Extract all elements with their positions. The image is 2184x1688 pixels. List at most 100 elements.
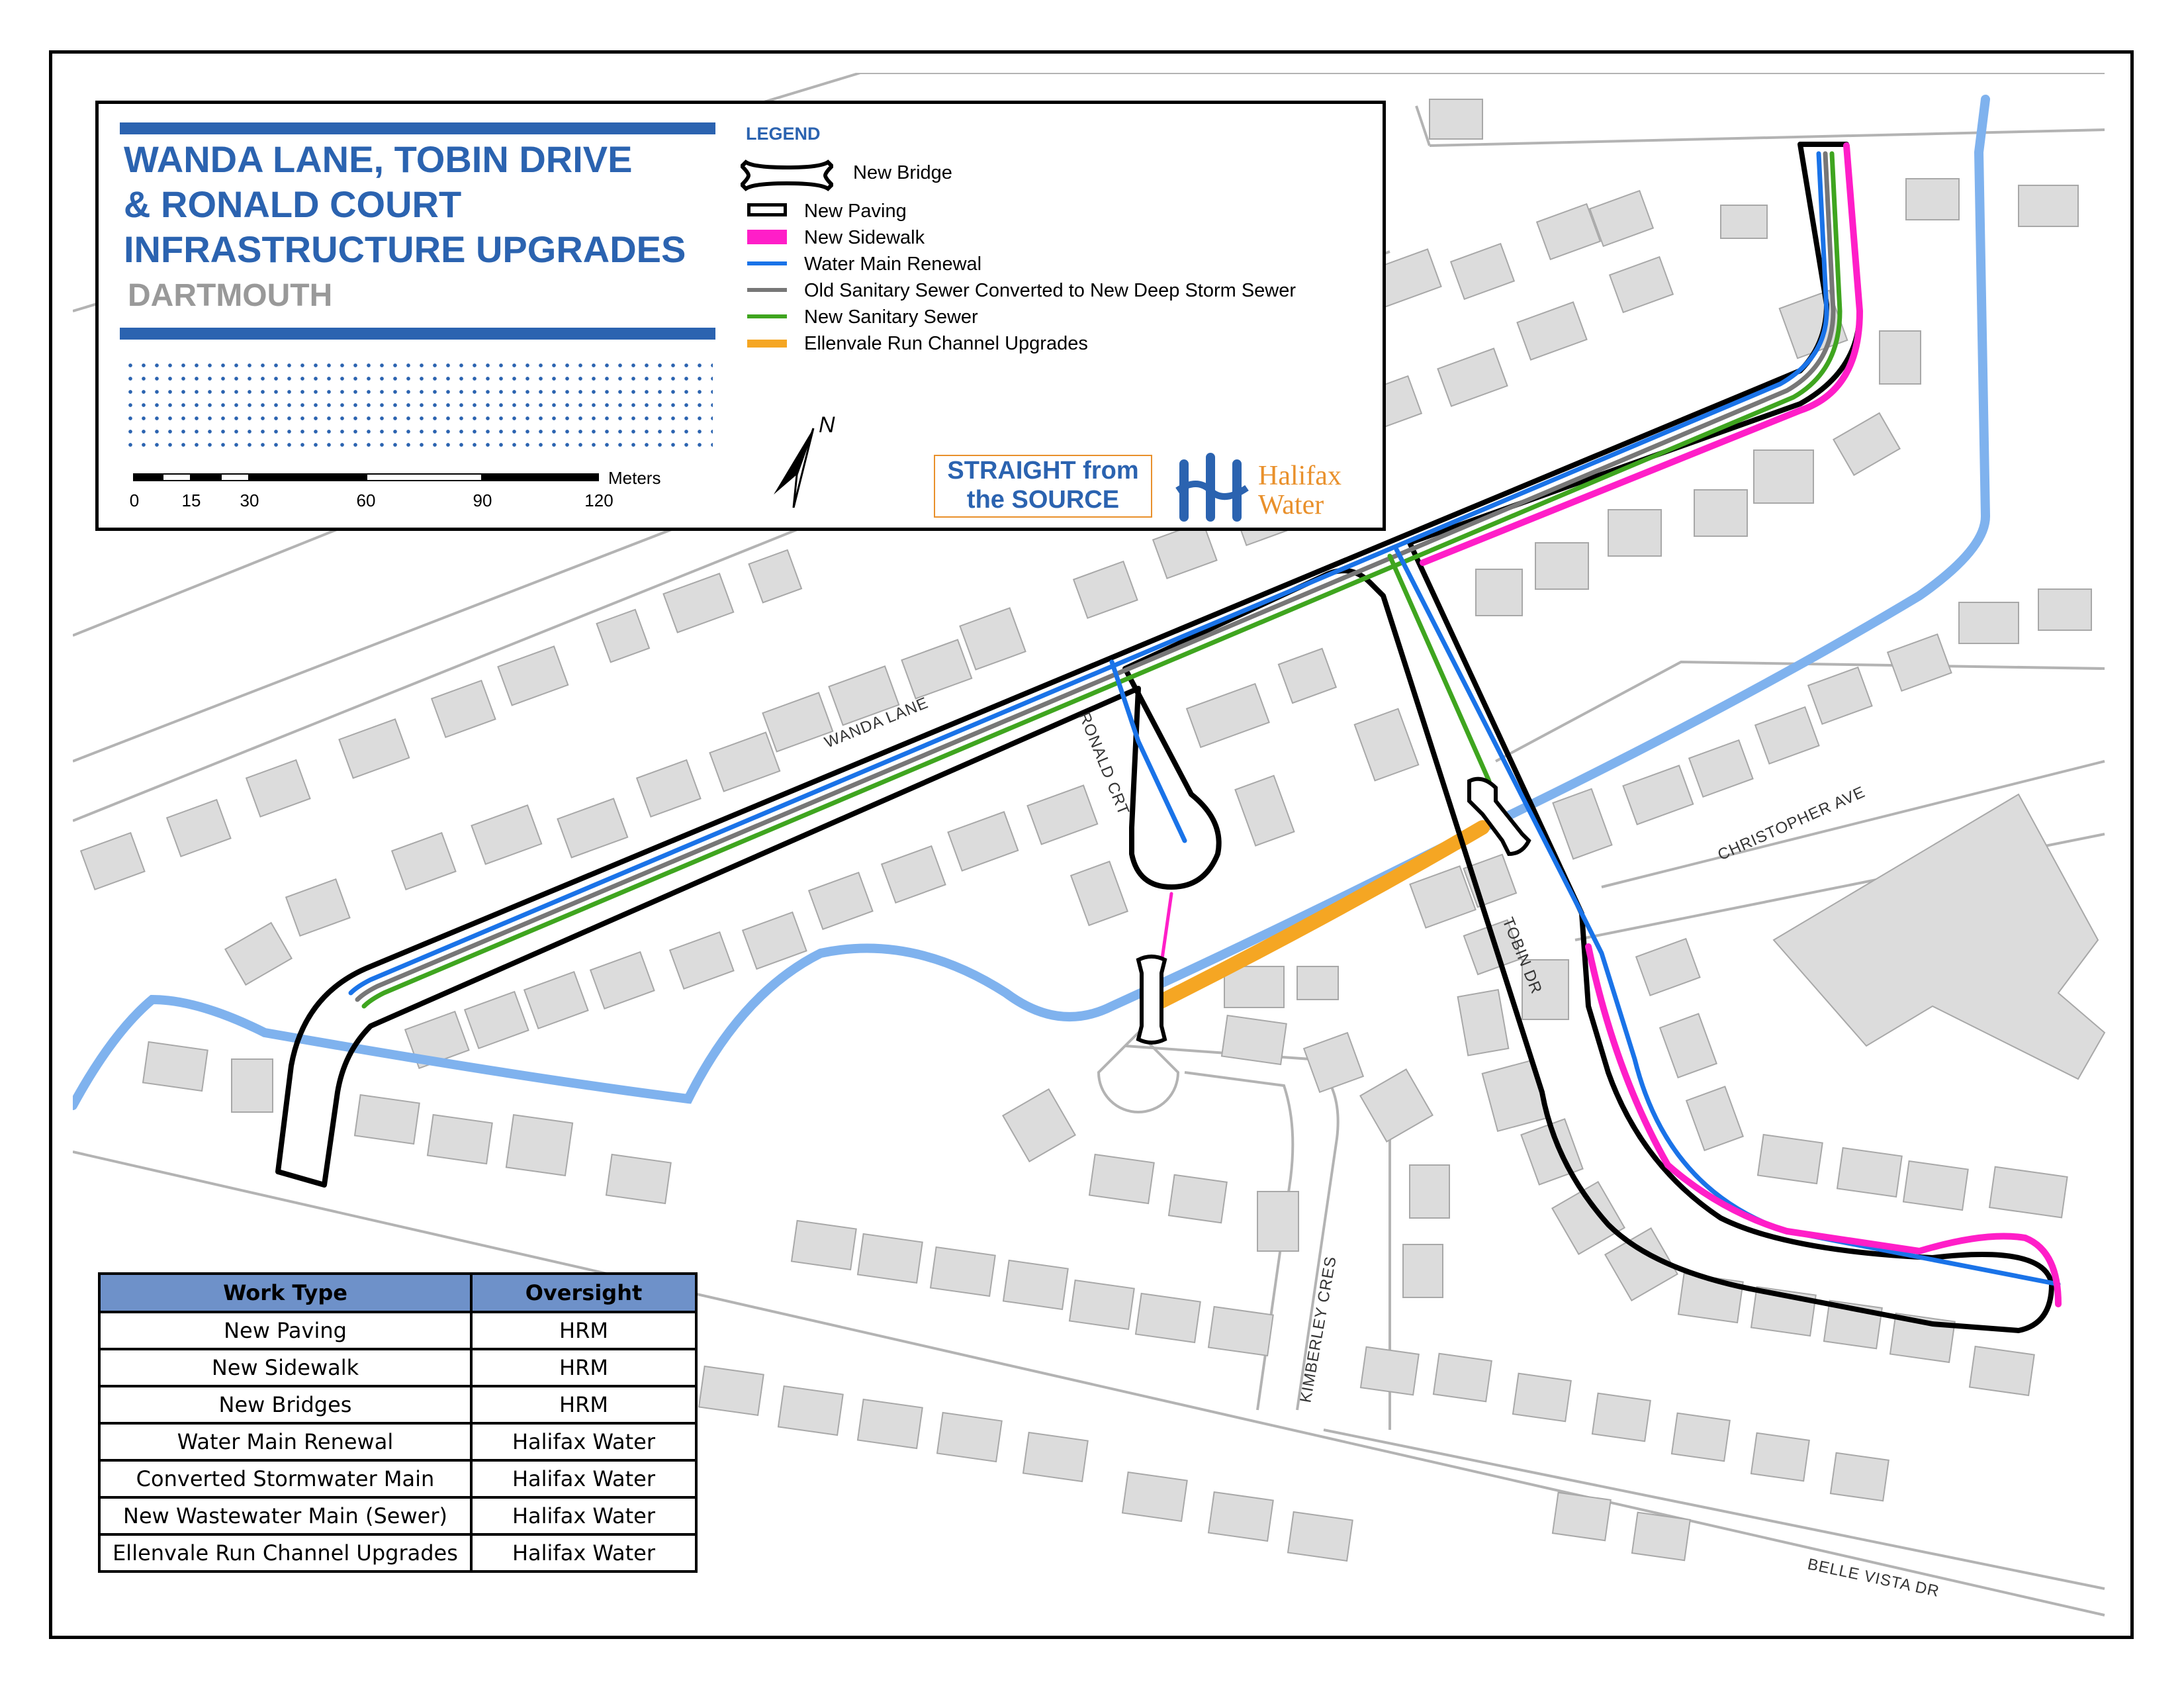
oversight-cell: Halifax Water xyxy=(470,1459,698,1499)
building xyxy=(165,798,232,858)
building xyxy=(1886,633,1952,692)
building xyxy=(142,1041,208,1092)
title-line-1: WANDA LANE, TOBIN DRIVE xyxy=(124,138,633,180)
north-arrow: N xyxy=(760,412,840,508)
title-panel: WANDA LANE, TOBIN DRIVE & RONALD COURT I… xyxy=(95,101,1386,531)
water-main-swatch xyxy=(747,261,787,265)
street-label-kimberley: KIMBERLEY CRES xyxy=(1297,1254,1340,1404)
work-type-cell: Water Main Renewal xyxy=(98,1422,473,1462)
building xyxy=(668,931,735,990)
building xyxy=(1608,509,1662,557)
map-drawing: WANDA LANE RONALD CRT CHRISTOPHER AVE TO… xyxy=(73,73,2106,1617)
water-main-ronald xyxy=(1109,659,1187,843)
building xyxy=(1829,1452,1889,1502)
north-arrow-icon: N xyxy=(774,412,835,508)
building xyxy=(762,692,834,753)
building xyxy=(1522,959,1569,1020)
building xyxy=(224,921,293,986)
building xyxy=(1353,708,1420,782)
straight-from-the-source-logo: STRAIGHT from the SOURCE xyxy=(934,455,1152,518)
work-type-cell: Converted Stormwater Main xyxy=(98,1459,473,1499)
header-oversight: Oversight xyxy=(470,1272,698,1313)
map-canvas: WANDA LANE RONALD CRT CHRISTOPHER AVE TO… xyxy=(73,73,2111,1622)
building xyxy=(1535,203,1602,261)
building xyxy=(79,831,146,891)
scale-tick: 15 xyxy=(181,491,201,510)
sfs-line-1: STRAIGHT from xyxy=(947,457,1139,485)
building xyxy=(231,1058,273,1113)
building xyxy=(856,1233,923,1284)
scale-unit: Meters xyxy=(608,468,661,488)
title-bottom-bar xyxy=(120,328,715,340)
building xyxy=(1832,412,1901,477)
work-type-cell: New Bridges xyxy=(98,1385,473,1425)
work-type-cell: New Paving xyxy=(98,1311,473,1350)
oversight-cell: Halifax Water xyxy=(470,1496,698,1536)
building xyxy=(1958,602,2019,644)
table-row: Ellenvale Run Channel Upgrades Halifax W… xyxy=(98,1533,698,1573)
building xyxy=(1207,1491,1274,1542)
building xyxy=(1754,706,1820,765)
building xyxy=(1475,569,1523,616)
building xyxy=(1121,1471,1188,1523)
building xyxy=(390,831,457,891)
legend-label: New Paving xyxy=(804,201,907,222)
ellenvale-run-stream xyxy=(73,95,1991,1110)
building xyxy=(959,607,1026,671)
building xyxy=(1277,647,1338,704)
building xyxy=(2038,588,2092,631)
scale-tick: 30 xyxy=(240,491,259,510)
building xyxy=(1551,1491,1612,1542)
building xyxy=(947,811,1019,872)
building xyxy=(1402,1244,1443,1298)
scale-tick: 120 xyxy=(584,491,614,510)
building xyxy=(505,1113,574,1177)
legend-label: Ellenvale Run Channel Upgrades xyxy=(804,333,1088,354)
building xyxy=(1287,1511,1353,1562)
building xyxy=(1670,1412,1731,1462)
sanitary-sewer-wanda xyxy=(361,151,1843,1009)
legend-title: LEGEND xyxy=(746,124,821,144)
building xyxy=(1807,666,1873,726)
title-line-2: & RONALD COURT xyxy=(124,183,462,225)
building xyxy=(426,1113,493,1165)
storm-sewer-wanda xyxy=(355,151,1836,1002)
building xyxy=(245,759,311,818)
storm-sewer-swatch xyxy=(747,288,787,292)
building xyxy=(497,645,569,706)
table-row: New Bridges HRM xyxy=(98,1385,698,1425)
building xyxy=(596,608,651,663)
building xyxy=(1552,788,1613,860)
oversight-cell: HRM xyxy=(470,1385,698,1425)
building xyxy=(1608,256,1674,314)
sidewalk-swatch xyxy=(747,230,787,244)
building xyxy=(338,718,410,779)
building xyxy=(1753,449,1814,504)
building xyxy=(1068,1279,1135,1331)
scale-bar: 0 15 30 60 90 120 Meters xyxy=(130,468,661,520)
title-top-bar xyxy=(120,122,715,134)
building xyxy=(1022,1431,1089,1483)
scale-tick: 60 xyxy=(356,491,376,510)
building xyxy=(1551,1180,1626,1256)
building xyxy=(1359,1346,1420,1396)
building xyxy=(557,798,629,859)
building xyxy=(1002,1259,1069,1311)
building xyxy=(1457,988,1510,1056)
building xyxy=(1591,1392,1651,1442)
building xyxy=(1750,1432,1810,1482)
table-row: New Sidewalk HRM xyxy=(98,1348,698,1387)
building xyxy=(1432,1352,1492,1403)
water-main-wanda xyxy=(348,151,1829,996)
building xyxy=(856,1398,923,1450)
map-title: WANDA LANE, TOBIN DRIVE & RONALD COURT I… xyxy=(124,137,719,272)
work-type-cell: New Sidewalk xyxy=(98,1348,473,1387)
building xyxy=(1437,348,1508,407)
building xyxy=(1069,861,1129,927)
building xyxy=(929,1246,996,1297)
building xyxy=(741,911,807,970)
building xyxy=(1631,1511,1691,1562)
building xyxy=(1297,966,1339,1000)
header-work-type: Work Type xyxy=(98,1272,473,1313)
building xyxy=(1234,774,1295,847)
